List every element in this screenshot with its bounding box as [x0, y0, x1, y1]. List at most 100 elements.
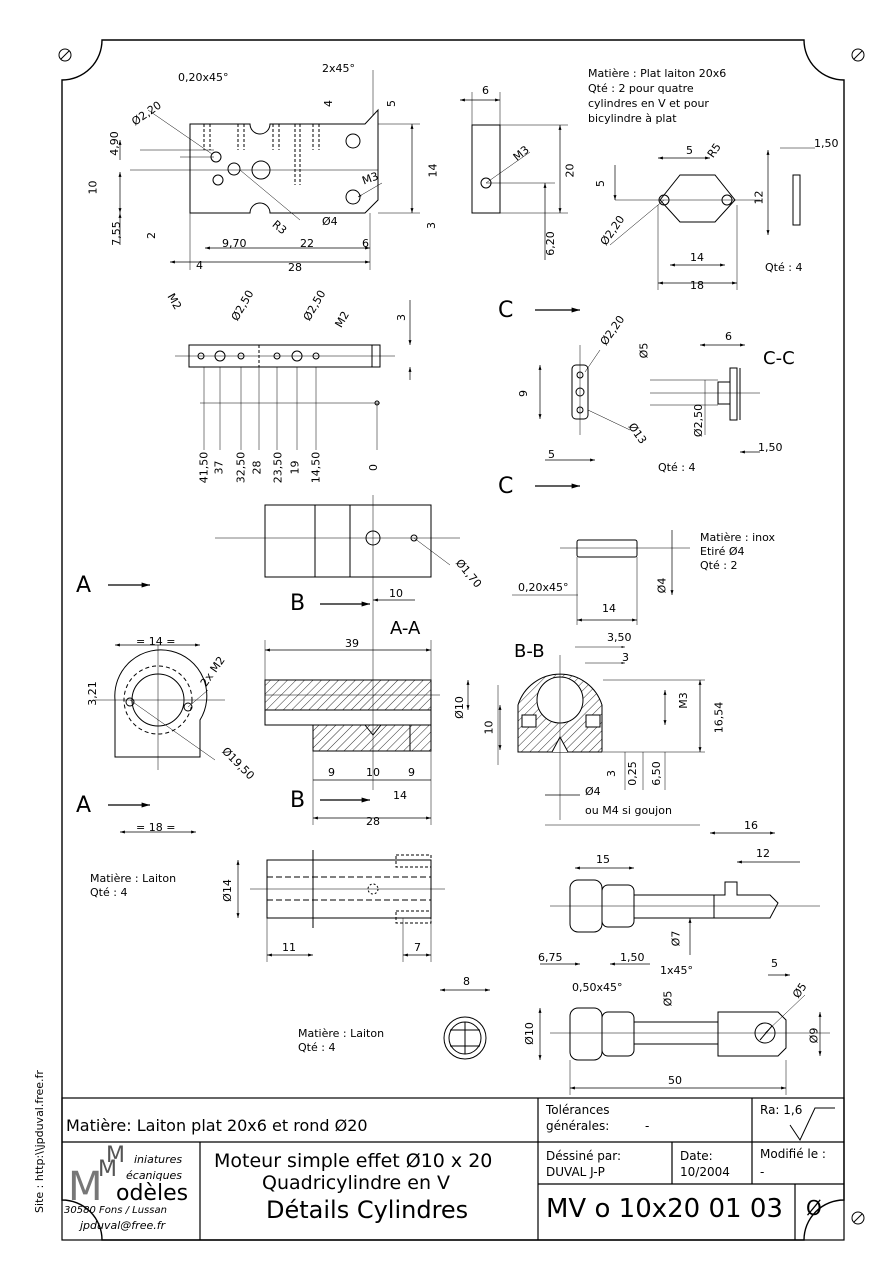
tb-sym: Ø [806, 1196, 822, 1220]
rod2-view [538, 973, 830, 1095]
bar-ord-0: 41,50 [197, 451, 211, 484]
cylinder-d14: Ø14 [220, 879, 234, 902]
plate-chamfer2: 2x45° [322, 62, 356, 75]
side-small-view [460, 92, 568, 260]
aa-d10: Ø10 [452, 696, 466, 719]
rod2-chamfer2: 0,50x45° [572, 981, 623, 994]
logo-l3: odèles [116, 1181, 189, 1206]
cylinder-note-1: Matière : Laiton [90, 872, 177, 885]
site-url: Site : http:\\jpduval.free.fr [32, 1070, 46, 1213]
top-view [215, 495, 460, 650]
tb-date-value: 10/2004 [680, 1165, 730, 1179]
logo-m3: M [68, 1164, 103, 1210]
section-cc-title: C-C [763, 348, 795, 369]
tb-date-label: Date: [680, 1149, 713, 1163]
tb-tol-value: - [645, 1119, 650, 1133]
piston-note-2: Qté : 4 [298, 1041, 336, 1054]
gasket-view [609, 147, 815, 290]
gasket-w5: 5 [686, 144, 693, 157]
pin-note-3: Qté : 2 [700, 559, 738, 572]
pin-w14: 14 [602, 602, 616, 615]
aa-w39: 39 [345, 637, 359, 650]
tb-drawn-value: DUVAL J-P [546, 1165, 605, 1179]
cc-h9: 9 [517, 390, 530, 397]
rod1-w15: 15 [596, 853, 610, 866]
gasket-qty: Qté : 4 [765, 261, 803, 274]
aa-w10b: 10 [389, 587, 403, 600]
bb-v3: 3 [605, 770, 618, 777]
logo-l2: écaniques [126, 1169, 183, 1182]
cc-qty: Qté : 4 [658, 461, 696, 474]
cylinder-w7: 7 [414, 941, 421, 954]
bar-v3: 3 [395, 314, 408, 321]
cylinder-w11: 11 [282, 941, 296, 954]
note-top-4: bicylindre à plat [588, 112, 677, 125]
cc-d5: Ø5 [637, 342, 651, 359]
section-a-top: A [76, 573, 92, 598]
plate-h4: 4 [196, 259, 203, 272]
bar-ord-1: 37 [212, 460, 226, 475]
tb-title2: Quadricylindre en V [262, 1172, 451, 1194]
note-top-3: cylindres en V et pour [588, 97, 709, 110]
tb-title3: Détails Cylindres [266, 1196, 469, 1224]
plate-h28: 28 [288, 261, 302, 274]
note-top-2: Qté : 2 pour quatre [588, 82, 694, 95]
pin-chamfer: 0,20x45° [518, 581, 569, 594]
gasket-w14: 14 [690, 251, 704, 264]
pin-view [512, 530, 690, 625]
bar-ord-3: 28 [250, 460, 264, 475]
section-aa-title: A-A [390, 618, 421, 639]
cc-t150: 1,50 [758, 441, 783, 454]
plate-h970: 9,70 [222, 237, 247, 250]
rod2-d5a: Ø5 [661, 990, 675, 1007]
block-cc-view [535, 307, 760, 489]
ring-view [95, 582, 225, 834]
plate-v755: 7,55 [109, 221, 123, 246]
ring-v321: 3,21 [85, 681, 99, 706]
logo-m1: M [106, 1143, 125, 1168]
plate-v4r: 4 [322, 100, 335, 107]
bb-w350: 3,50 [607, 631, 632, 644]
section-c-top: C [498, 298, 514, 323]
title-block [61, 1097, 845, 1241]
page-border [61, 39, 845, 1241]
bb-v650: 6,50 [649, 761, 663, 786]
gasket-h5: 5 [594, 180, 607, 187]
bar-ord-5: 19 [288, 460, 302, 475]
plate-view [118, 70, 420, 270]
rod2-w50: 50 [668, 1074, 682, 1087]
logo-addr: 30580 Fons / Lussan [64, 1205, 167, 1216]
tb-matiere: Matière: Laiton plat 20x6 et rond Ø20 [66, 1116, 368, 1135]
bar-view [175, 300, 412, 450]
rod2-d9: Ø9 [807, 1027, 821, 1044]
rod1-view [540, 831, 820, 966]
section-b-top: B [290, 591, 306, 616]
logo: M M M iniatures écaniques odèles 30580 F… [64, 1144, 198, 1238]
gasket-w18: 18 [690, 279, 704, 292]
logo-mail: jpduval@free.fr [80, 1219, 166, 1232]
bb-w3: 3 [622, 651, 629, 664]
cc-w5: 5 [548, 448, 555, 461]
aa-w14: 14 [393, 789, 407, 802]
cylinder-view [236, 850, 445, 962]
gasket-h12: 12 [752, 190, 766, 205]
rod1-w12: 12 [756, 847, 770, 860]
section-c-bot: C [498, 474, 514, 499]
section-aa-view [264, 598, 470, 825]
corner-screw-tr [851, 48, 865, 62]
cc-w6: 6 [725, 330, 732, 343]
section-bb-view [497, 645, 705, 826]
plate-v10: 10 [86, 180, 100, 195]
ring-w18: = 18 = [136, 821, 176, 834]
ring-w14: = 14 = [136, 635, 176, 648]
tb-drawn-label: Déssiné par: [546, 1149, 621, 1163]
aa-w10: 10 [366, 766, 380, 779]
tb-mod-label: Modifié le : [760, 1147, 826, 1161]
bb-h1654: 16,54 [712, 701, 726, 734]
corner-screw-br [851, 1211, 865, 1225]
piston-end-view [440, 988, 490, 1060]
aa-w28: 28 [366, 815, 380, 828]
side-w6: 6 [482, 84, 489, 97]
tb-title1: Moteur simple effet Ø10 x 20 [214, 1150, 493, 1172]
